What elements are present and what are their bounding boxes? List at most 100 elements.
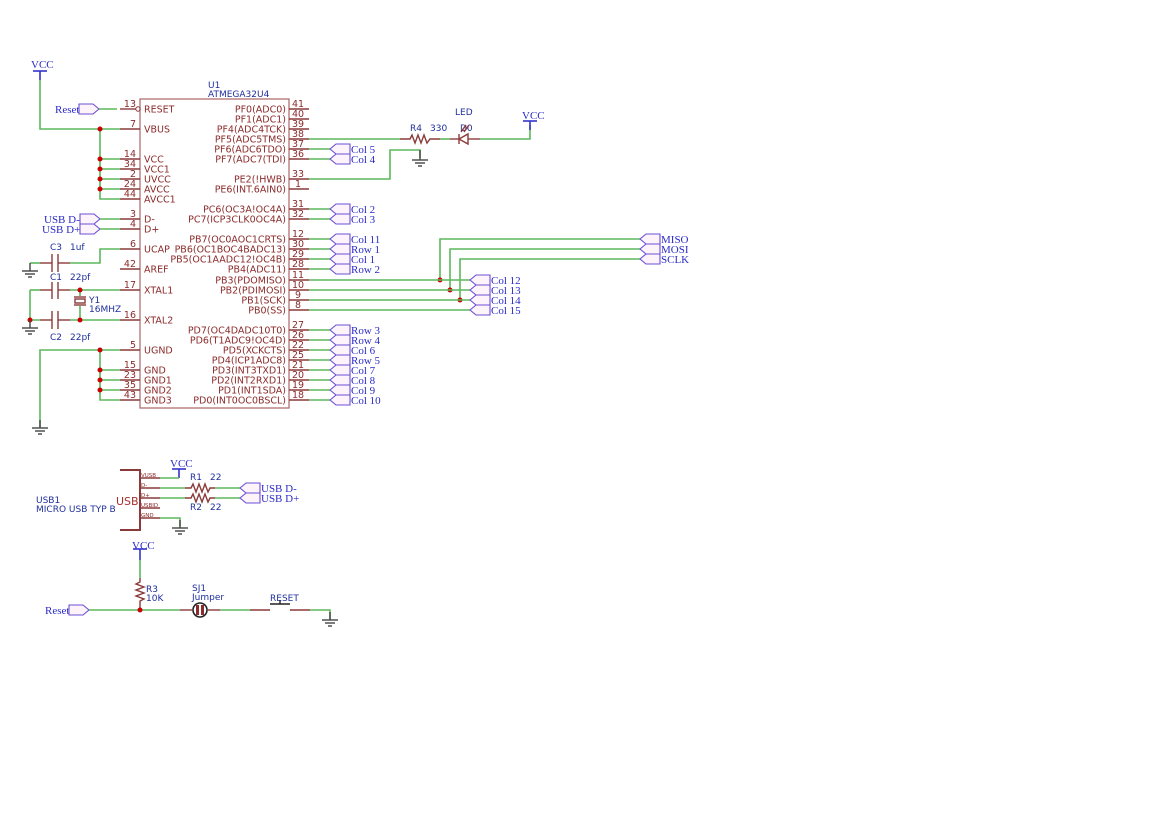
net-label-col-11[interactable]: Col 11 [329, 233, 380, 246]
net-label-row-4[interactable]: Row 4 [329, 334, 381, 347]
vcc-label: VCC [31, 59, 54, 71]
resistor-r4[interactable]: R4 330 [400, 124, 447, 145]
sj1-value: Jumper [191, 593, 224, 603]
jumper-sj1[interactable]: SJ1 Jumper [180, 584, 224, 618]
net-label-usb-dm[interactable]: USB D- [44, 213, 101, 226]
net-label-text: Col 13 [491, 285, 521, 297]
u1-body [139, 98, 290, 409]
capacitor-c3[interactable]: C3 1uf [40, 243, 85, 272]
net-label-col-5[interactable]: Col 5 [329, 143, 376, 156]
pin-name: PE2(!HWB) [234, 175, 286, 186]
net-label-usb-dp[interactable]: USB D+ [42, 223, 101, 236]
net-label-text: Col 12 [491, 275, 521, 287]
r3-value: 10K [146, 594, 164, 604]
pin-name: PD0(INT0OC0BSCL) [193, 396, 286, 407]
net-label-mosi[interactable]: MOSI [639, 243, 689, 256]
net-label-col-15[interactable]: Col 15 [469, 304, 521, 317]
pin-name: GND [144, 366, 166, 377]
usb-dm-text: USB D- [261, 483, 297, 495]
pin-number: 5 [130, 340, 136, 351]
net-label-row-5[interactable]: Row 5 [329, 354, 381, 367]
net-label-col-2[interactable]: Col 2 [329, 203, 375, 216]
sj1-ref: SJ1 [192, 584, 206, 594]
net-label-text: Col 3 [351, 214, 376, 226]
net-label-col-9[interactable]: Col 9 [329, 384, 376, 397]
vcc-label: VCC [170, 458, 193, 470]
pin-number: 8 [295, 300, 301, 311]
net-label-col-8[interactable]: Col 8 [329, 374, 376, 387]
net-label-reset[interactable]: Reset [55, 103, 100, 116]
usb1-connector[interactable]: USB1 MICRO USB TYP B USB VUSBD-D+USBIDGN… [36, 469, 160, 531]
pin-name: PF6(ADC6TDO) [214, 145, 286, 156]
c3-ref: C3 [50, 243, 62, 253]
net-label-text: Row 4 [351, 335, 381, 347]
pin-number: 25 [292, 350, 304, 361]
wire-vbus [39, 80, 120, 130]
net-label-usb-dp-2[interactable]: USB D+ [239, 492, 299, 505]
net-label-col-14[interactable]: Col 14 [469, 294, 521, 307]
net-label-col-10[interactable]: Col 10 [329, 394, 381, 407]
pin-number: 30 [292, 239, 304, 250]
crystal-y1[interactable]: Y1 16MHZ [74, 296, 121, 315]
junction [97, 176, 103, 182]
net-label-col-12[interactable]: Col 12 [469, 274, 521, 287]
pin-name: RESET [144, 105, 175, 116]
pin-number: 16 [124, 310, 136, 321]
net-label-col-7[interactable]: Col 7 [329, 364, 376, 377]
capacitor-c2[interactable]: C2 22pf [40, 311, 91, 343]
junction [97, 186, 103, 192]
c2-ref: C2 [50, 333, 62, 343]
wire-vcc-bus [99, 129, 120, 200]
net-label-col-4[interactable]: Col 4 [329, 153, 376, 166]
reset-label-text: Reset [55, 104, 79, 116]
pin-number: 28 [292, 259, 304, 270]
net-label-col-3[interactable]: Col 3 [329, 213, 376, 226]
pin-number: 33 [292, 169, 304, 180]
r2-ref: R2 [190, 503, 202, 513]
led-d0[interactable]: LED D0 [450, 108, 480, 146]
net-label-sclk[interactable]: SCLK [639, 253, 689, 266]
pin-name: PB4(ADC11) [228, 265, 286, 276]
net-label-col-6[interactable]: Col 6 [329, 344, 376, 357]
c1-ref: C1 [50, 273, 62, 283]
pin-name: D+ [144, 225, 159, 236]
pin-number: 43 [124, 390, 136, 401]
pin-number: 21 [292, 360, 304, 371]
u1-value: ATMEGA32U4 [208, 90, 270, 100]
pin-number: 42 [124, 259, 136, 270]
pin-name: D- [144, 215, 155, 226]
resistor-r1[interactable]: R1 22 [185, 473, 221, 494]
reset-button[interactable]: RESET [250, 594, 310, 611]
pin-name: PF5(ADC5TMS) [215, 135, 286, 146]
net-label-usb-dm-2[interactable]: USB D- [239, 482, 297, 495]
net-label-row-2[interactable]: Row 2 [329, 263, 380, 276]
net-label-reset-2[interactable]: Reset [45, 604, 90, 617]
ground-symbol [22, 320, 38, 335]
junction [97, 156, 103, 162]
junction [97, 126, 103, 132]
net-label-row-1[interactable]: Row 1 [329, 243, 380, 256]
net-label-row-3[interactable]: Row 3 [329, 324, 381, 337]
vcc-symbol-led: VCC [522, 110, 545, 130]
net-label-col-13[interactable]: Col 13 [469, 284, 521, 297]
capacitor-c1[interactable]: C1 22pf [40, 273, 91, 299]
net-label-miso[interactable]: MISO [639, 233, 689, 246]
pin-name: PB3(PDOMISO) [215, 276, 286, 287]
resistor-r2[interactable]: R2 22 [185, 492, 221, 513]
r4-value: 330 [430, 124, 447, 134]
resistor-r3[interactable]: R3 10K [134, 578, 164, 610]
net-label-text: Col 14 [491, 295, 521, 307]
pin-name: PF0(ADC0) [235, 105, 286, 116]
net-label-col-1[interactable]: Col 1 [329, 253, 375, 266]
pin-number: 13 [124, 99, 136, 110]
